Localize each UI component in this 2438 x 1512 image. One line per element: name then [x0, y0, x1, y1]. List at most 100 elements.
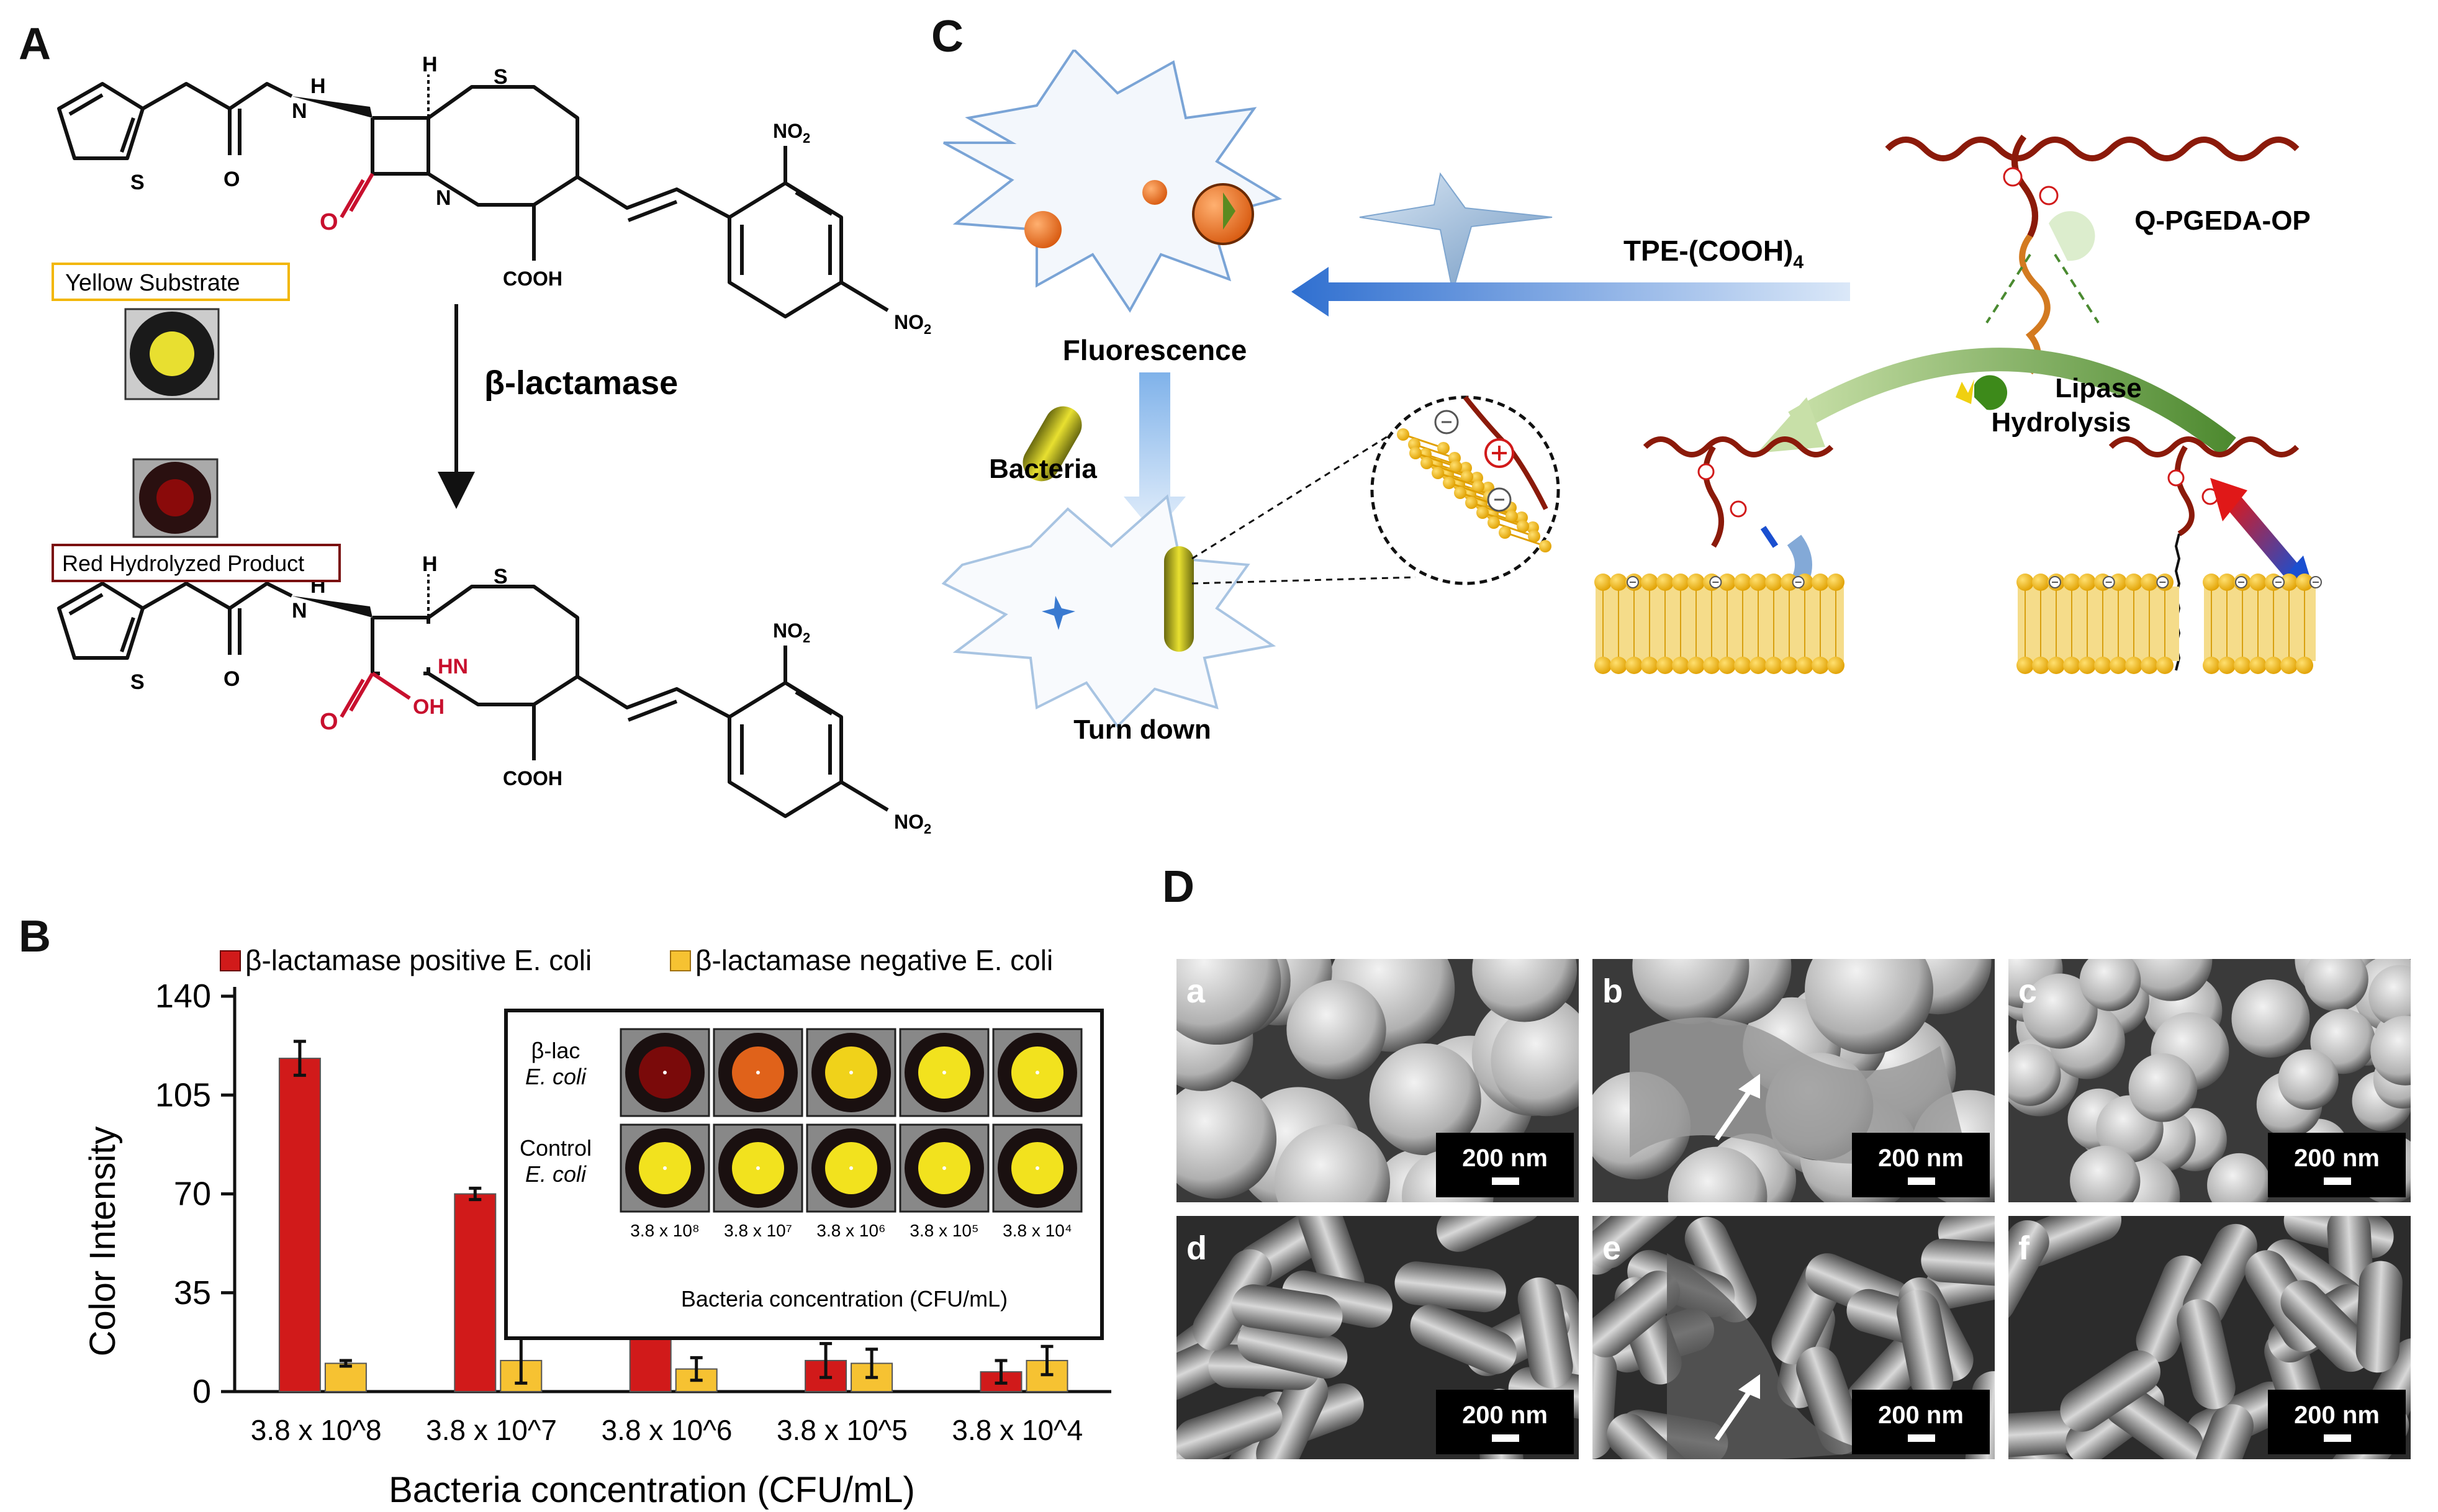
lipid-head — [1749, 574, 1767, 591]
lipase-label-1: Lipase — [2055, 373, 2141, 403]
inset-conc-5: 3.8 x 10⁴ — [1003, 1221, 1072, 1240]
panel-b-bar-chart: β-lactamase positive E. coli β-lactamase… — [83, 944, 1111, 1510]
lipid-head — [1796, 657, 1813, 674]
lipid-head — [2094, 657, 2111, 674]
positive-charge-icon — [1730, 500, 1747, 518]
atom-s: S — [130, 670, 145, 694]
legend-swatch-negative — [670, 950, 691, 971]
scale-bar-box — [1852, 1133, 1990, 1197]
sem-rod-cell — [1231, 1284, 1343, 1338]
y-axis-title: Color Intensity — [83, 1127, 123, 1357]
zoom-lipid-head — [1539, 540, 1551, 552]
blue-arrow-left — [1291, 267, 1850, 317]
sem-pointer-arrow — [1714, 1087, 1753, 1141]
lipid-head — [1734, 574, 1751, 591]
quenched-cell-burst — [941, 494, 1276, 729]
lipid-head — [1641, 657, 1658, 674]
inset-well-highlight — [942, 1166, 946, 1170]
atom-n: N — [292, 99, 307, 123]
polymer-side-chain — [1703, 445, 1724, 548]
membrane-right-b — [2203, 574, 2322, 674]
legend-label-positive: β-lactamase positive E. coli — [245, 944, 592, 976]
lipid-head — [2016, 657, 2034, 674]
scale-bar — [1492, 1177, 1519, 1185]
positive-charge-icon — [2167, 469, 2185, 487]
lipid-head — [2063, 657, 2080, 674]
sem-rod-cell — [1192, 1249, 1272, 1351]
scale-bar — [1908, 1434, 1935, 1442]
y-tick-label: 70 — [174, 1176, 211, 1213]
sem-rod-cell — [1684, 1217, 1757, 1323]
sem-rod-cell — [1410, 1304, 1517, 1375]
positive-charge-icon — [2003, 167, 2023, 187]
lipid-head — [1827, 657, 1844, 674]
yellow-substrate-box — [52, 263, 290, 301]
fluorescence-label: Fluorescence — [1063, 334, 1247, 366]
scale-bar-label: 200 nm — [1878, 1402, 1964, 1429]
sem-tile-letter: c — [2018, 973, 2037, 1010]
lipid-head — [1610, 657, 1627, 674]
polymer-label: Q-PGEDA-OP — [2134, 205, 2311, 236]
scale-bar-box — [1436, 1390, 1574, 1454]
lipid-head — [2203, 657, 2220, 674]
polymer-backbone — [1643, 436, 1834, 457]
lightning-icon — [1956, 379, 1974, 404]
lipid-head — [2218, 657, 2236, 674]
sem-rod-cell — [1796, 1346, 1862, 1455]
lipase-enzyme-icon — [1974, 375, 2008, 410]
sem-tile: e 200 nm — [1592, 1216, 1995, 1459]
sem-rod-cell — [1897, 1290, 1954, 1401]
zoom-lipid-tail — [1471, 502, 1509, 516]
zoom-lipid-tail — [1504, 531, 1543, 546]
scale-bar-box — [2268, 1133, 2406, 1197]
sem-tile-letter: d — [1186, 1230, 1207, 1267]
sem-rod-cell — [1436, 1216, 1543, 1252]
lipid-head — [2047, 657, 2065, 674]
legend-label-negative: β-lactamase negative E. coli — [695, 944, 1053, 976]
atom-hn-red: HN — [438, 655, 468, 678]
sem-tile-letter: e — [1602, 1230, 1621, 1267]
lipid-head — [2156, 657, 2174, 674]
bar-positive — [454, 1193, 497, 1392]
sem-rod-cell — [1938, 1216, 1995, 1254]
sem-cell — [1176, 1079, 1277, 1199]
zoom-line — [1191, 433, 1391, 560]
sem-cell — [1369, 1043, 1481, 1156]
polymer-backbone — [1885, 137, 2300, 161]
sem-rod-cell — [2008, 1220, 2049, 1323]
zoom-lipid-head — [1528, 530, 1540, 542]
repulsion-arrowhead — [2210, 478, 2247, 521]
scale-bar-box — [2268, 1390, 2406, 1454]
atom-n: N — [436, 186, 451, 210]
inset-well-highlight — [756, 1166, 760, 1170]
lipid-head — [1749, 657, 1767, 674]
atom-oh-red: OH — [413, 695, 445, 719]
scale-bar-label: 200 nm — [1878, 1145, 1964, 1172]
positive-charge-icon — [1697, 463, 1715, 480]
lipid-head — [1703, 657, 1720, 674]
sem-tile-letter: a — [1186, 973, 1206, 1010]
sem-cell — [1274, 1124, 1391, 1202]
sem-cell — [2207, 1153, 2272, 1202]
turn-down-arrow — [1124, 372, 1186, 534]
fluorophore-particle — [1024, 211, 1062, 248]
panel-letter-a: A — [19, 19, 51, 69]
scale-bar — [2324, 1177, 2351, 1185]
lipid-head — [1781, 574, 1798, 591]
lipid-head — [2032, 574, 2049, 591]
lipid-head — [1781, 657, 1798, 674]
inset-well-highlight — [1036, 1071, 1039, 1074]
atom-no2: NO2 — [773, 120, 810, 146]
sem-cell — [1176, 959, 1281, 1045]
red-product-box — [52, 544, 341, 582]
lipid-head — [1765, 574, 1782, 591]
lipase-binding-site — [2049, 211, 2095, 261]
product-red-dot — [156, 479, 194, 516]
y-tick-label: 35 — [174, 1274, 211, 1312]
bacteria-rod-icon — [1164, 546, 1194, 652]
atom-s: S — [494, 565, 508, 588]
lipid-head — [2249, 657, 2267, 674]
zoom-lipid-head — [1461, 470, 1473, 483]
